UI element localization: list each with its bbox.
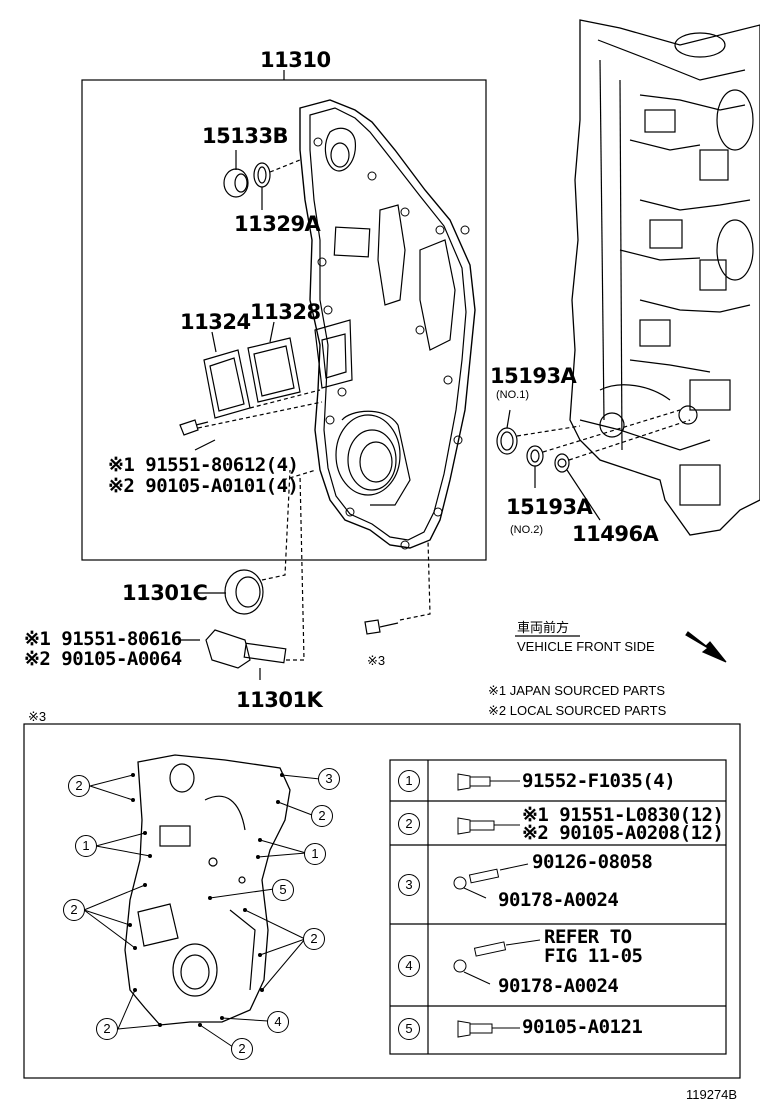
table-part-number: 91552-F1035(4)	[522, 770, 676, 792]
part-label-11328: 11328	[250, 300, 321, 324]
sensor-label-local: ※2 90105-A0064	[24, 648, 182, 670]
table-part-number: 90126-08058	[532, 851, 653, 873]
legend-japan: ※1 JAPAN SOURCED PARTS	[488, 683, 666, 698]
detail-callout: 2	[68, 775, 90, 797]
detail-callout: 2	[63, 899, 85, 921]
part-label-15133B: 15133B	[202, 124, 289, 148]
detail-callout: 2	[311, 805, 333, 827]
detail-callout: 3	[318, 768, 340, 790]
table-part-number: 90178-A0024	[498, 975, 619, 997]
detail-callout: 4	[267, 1011, 289, 1033]
detail-callout: 2	[231, 1038, 253, 1060]
bolt-label-local: ※2 90105-A0101(4)	[108, 475, 299, 497]
table-part-number: 90105-A0121	[522, 1016, 643, 1038]
part-sub-no1: (NO.1)	[496, 389, 529, 401]
parts-table-grid	[389, 759, 727, 1055]
detail-callout: 5	[272, 879, 294, 901]
table-part-number: ※2 90105-A0208(12)	[522, 822, 724, 844]
table-row-number: 2	[398, 813, 420, 835]
figure-id: 119274B	[686, 1087, 738, 1102]
table-row-number: 1	[398, 770, 420, 792]
front-side-japanese: 車両前方	[517, 620, 570, 635]
note3-reference: ※3	[367, 653, 386, 668]
part-label-11324: 11324	[180, 310, 251, 334]
detail-callout: 2	[96, 1018, 118, 1040]
table-row-number: 4	[398, 955, 420, 977]
part-label-11301K: 11301K	[236, 688, 323, 712]
detail-callout: 2	[303, 928, 325, 950]
detail-label: ※3	[28, 709, 47, 724]
part-label-11496A: 11496A	[572, 522, 659, 546]
part-label-11329A: 11329A	[234, 212, 321, 236]
table-part-number: 90178-A0024	[498, 889, 619, 911]
table-row-number: 5	[398, 1018, 420, 1040]
table-part-number: REFER TO	[544, 926, 632, 948]
bolt-label-japan: ※1 91551-80612(4)	[108, 454, 299, 476]
detail-callout: 1	[75, 835, 97, 857]
detail-box	[23, 723, 741, 1079]
table-row-number: 3	[398, 874, 420, 896]
part-label-15193A-no1: 15193A	[490, 364, 577, 388]
legend-local: ※2 LOCAL SOURCED PARTS	[488, 703, 667, 718]
front-side-english: VEHICLE FRONT SIDE	[517, 639, 655, 654]
sensor-label-japan: ※1 91551-80616	[24, 628, 182, 650]
table-part-number: FIG 11-05	[544, 945, 643, 967]
main-assembly-label: 11310	[260, 48, 331, 72]
table-part-number: ※1 91551-L0830(12)	[522, 804, 724, 826]
part-sub-no2: (NO.2)	[510, 524, 543, 536]
part-label-15193A-no2: 15193A	[506, 495, 593, 519]
detail-callout: 1	[304, 843, 326, 865]
part-label-11301C: 11301C	[122, 581, 208, 605]
